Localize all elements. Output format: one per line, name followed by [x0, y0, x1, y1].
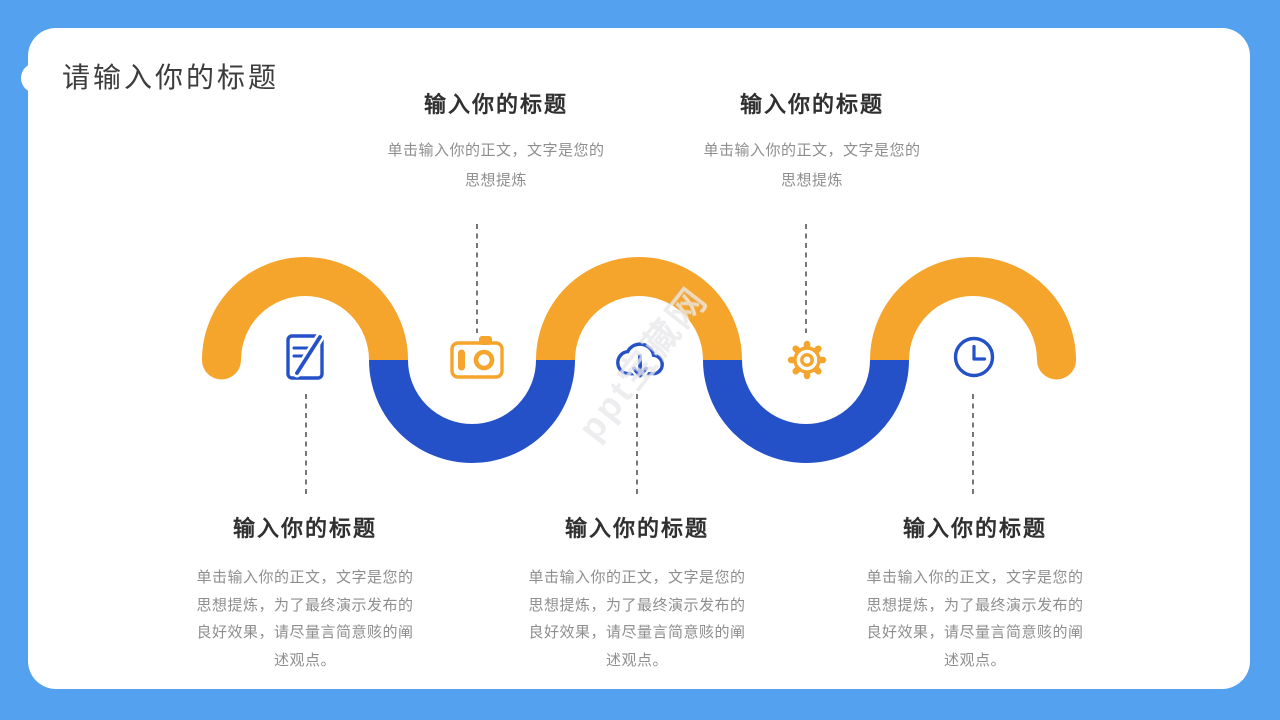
step-body-line: 单击输入你的正文，文字是您的 [528, 569, 746, 586]
step-title: 输入你的标题 [423, 92, 568, 117]
clock-icon [953, 336, 995, 378]
step-title: 输入你的标题 [232, 516, 377, 541]
step-body-line: 思想提炼 [464, 172, 527, 189]
wave-arc-4 [703, 359, 909, 463]
step-body-line: 良好效果，请尽量言简意赅的阐 [866, 624, 1084, 641]
step-body-line: 思想提炼，为了最终演示发布的 [528, 596, 746, 614]
step-block-gear: 输入你的标题 单击输入你的正文，文字是您的 思想提炼 [652, 90, 972, 196]
camera-icon [450, 336, 504, 379]
gear-icon [787, 340, 827, 380]
step-block-clock: 输入你的标题 单击输入你的正文，文字是您的 思想提炼，为了最终演示发布的 良好效… [815, 514, 1135, 674]
step-title: 输入你的标题 [739, 92, 884, 117]
step-title: 输入你的标题 [564, 516, 709, 541]
step-body-line: 思想提炼，为了最终演示发布的 [866, 596, 1084, 614]
step-body-line: 述观点。 [273, 651, 336, 669]
step-body-line: 单击输入你的正文，文字是您的 [866, 569, 1084, 586]
wave-arc-2 [369, 359, 575, 463]
step-block-edit-note: 输入你的标题 单击输入你的正文，文字是您的 思想提炼，为了最终演示发布的 良好效… [145, 514, 465, 674]
step-body-line: 述观点。 [605, 651, 668, 669]
cloud-download-icon [616, 342, 664, 380]
step-body: 单击输入你的正文，文字是您的 思想提炼 [336, 136, 656, 196]
wave-arc-3 [536, 257, 742, 361]
wave-arc-5 [870, 257, 1076, 361]
step-body: 单击输入你的正文，文字是您的 思想提炼，为了最终演示发布的 良好效果，请尽量言简… [477, 564, 797, 674]
step-title: 输入你的标题 [902, 516, 1047, 541]
step-body-line: 单击输入你的正文，文字是您的 [196, 569, 414, 586]
step-body: 单击输入你的正文，文字是您的 思想提炼，为了最终演示发布的 良好效果，请尽量言简… [815, 564, 1135, 674]
step-body-line: 思想提炼 [780, 172, 843, 189]
wave-cap-right [1037, 340, 1076, 380]
wave-arc-1 [202, 257, 408, 361]
step-block-cloud-download: 输入你的标题 单击输入你的正文，文字是您的 思想提炼，为了最终演示发布的 良好效… [477, 514, 797, 674]
step-body-line: 良好效果，请尽量言简意赅的阐 [528, 624, 746, 641]
wave-cap-left [202, 340, 241, 380]
edit-note-icon [286, 332, 325, 380]
step-body-line: 述观点。 [943, 651, 1006, 669]
step-body-line: 单击输入你的正文，文字是您的 [387, 142, 605, 159]
step-body: 单击输入你的正文，文字是您的 思想提炼，为了最终演示发布的 良好效果，请尽量言简… [145, 564, 465, 674]
page-title: 请输入你的标题 [62, 62, 280, 93]
edge-decoration [21, 63, 51, 93]
step-body-line: 思想提炼，为了最终演示发布的 [196, 596, 414, 614]
step-block-camera: 输入你的标题 单击输入你的正文，文字是您的 思想提炼 [336, 90, 656, 196]
step-body-line: 单击输入你的正文，文字是您的 [703, 142, 921, 159]
step-body-line: 良好效果，请尽量言简意赅的阐 [196, 624, 414, 641]
step-body: 单击输入你的正文，文字是您的 思想提炼 [652, 136, 972, 196]
